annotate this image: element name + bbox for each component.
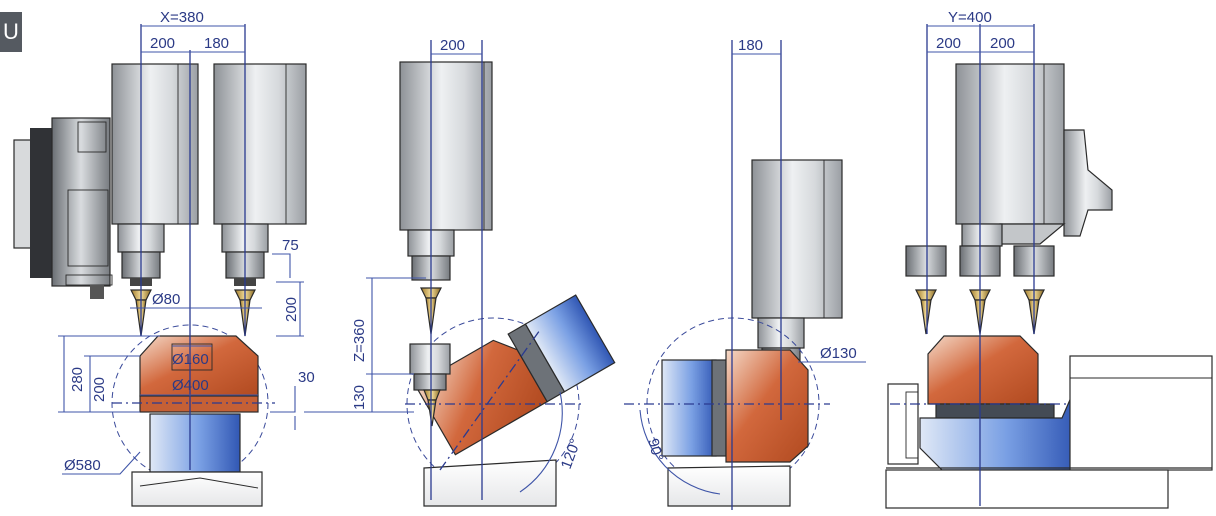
holder-diameter-label: Ø80 — [152, 291, 180, 308]
front-offset-label: 180 — [738, 37, 763, 54]
table-inner-diameter-label: Ø160 — [172, 351, 209, 368]
side-offset-label: 200 — [440, 37, 465, 54]
x-right-label: 180 — [204, 35, 229, 52]
d30-label: 30 — [298, 369, 315, 386]
rotary-table-front — [111, 324, 269, 507]
trunnion-table-y — [885, 335, 1213, 509]
h280-label: 280 — [69, 367, 86, 392]
angle-a-label: 120° — [558, 436, 585, 471]
view-front-x — [13, 24, 307, 507]
view-badge: U — [0, 12, 22, 52]
tilting-table-front-c — [639, 317, 820, 507]
dimension-lines — [58, 25, 1034, 475]
view-side-z — [399, 40, 616, 507]
h130-label: 130 — [351, 385, 368, 410]
h200-label: 200 — [91, 377, 108, 402]
view-front-c — [624, 40, 843, 510]
y-left-label: 200 — [936, 35, 961, 52]
spindle-head-right — [213, 63, 307, 337]
d75-label: 75 — [282, 237, 299, 254]
spindle-head-front-c — [751, 159, 843, 421]
cable-carrier — [13, 117, 113, 299]
view-side-y — [885, 24, 1213, 509]
tilting-table-side — [406, 294, 616, 507]
angle-c-label: 90° — [644, 437, 666, 463]
table-diameter-label: Ø400 — [172, 377, 209, 394]
swing-diameter-label: Ø580 — [64, 457, 101, 474]
y-right-label: 200 — [990, 35, 1015, 52]
x-left-label: 200 — [150, 35, 175, 52]
spindle-head-y — [955, 63, 1113, 247]
d200v-label: 200 — [283, 297, 300, 322]
spindle-head-side — [399, 61, 493, 335]
x-travel-label: X=380 — [160, 9, 204, 26]
y-travel-label: Y=400 — [948, 9, 992, 26]
z-travel-label: Z=360 — [351, 319, 368, 362]
spindle-nose-diameter-label: Ø130 — [820, 345, 857, 362]
